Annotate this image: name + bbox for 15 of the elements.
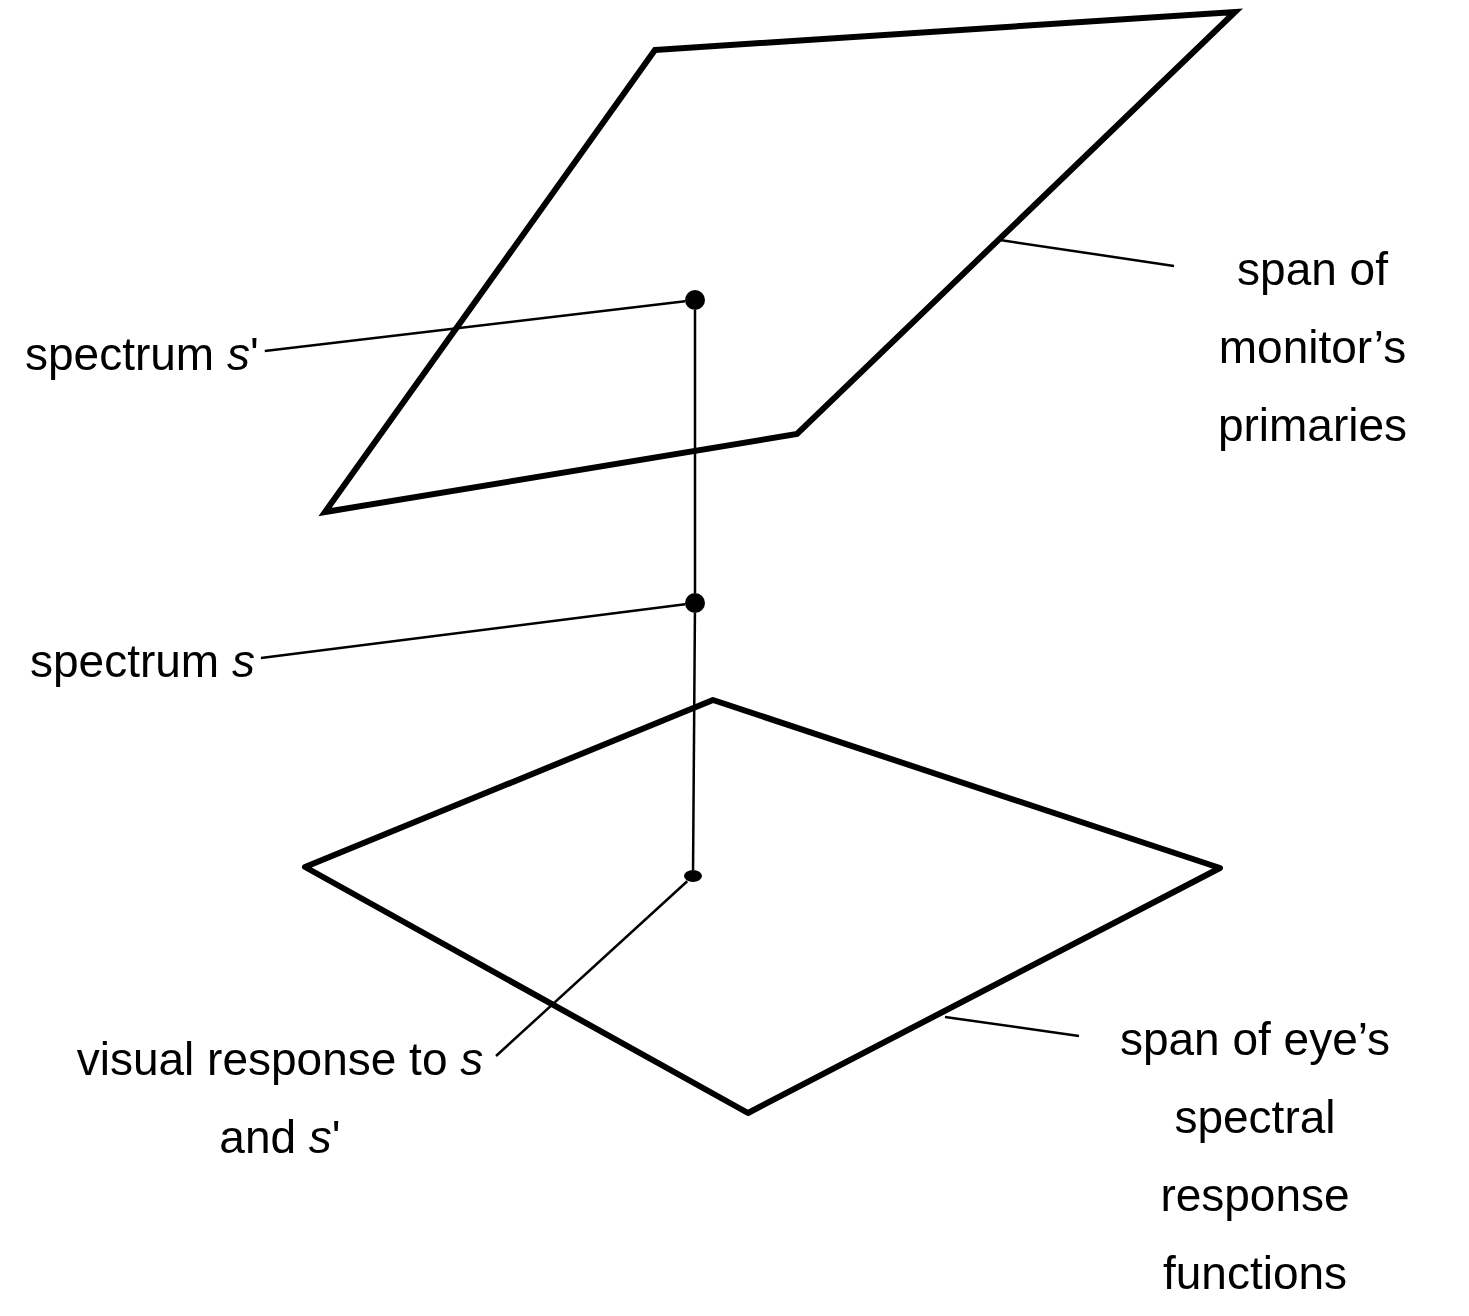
leader-line [944,1015,1080,1038]
leader-line [260,603,686,660]
leader-line [999,238,1175,268]
callout-label: span of monitor’s primaries [1180,230,1445,464]
projection-line [691,613,697,870]
point-dot [685,290,705,310]
callout-label: spectrum s [30,622,255,700]
projection-line [693,310,697,593]
callout-label: visual response to s and s' [70,1020,490,1176]
callout-label: spectrum s' [25,315,259,393]
callout-label: span of eye’s spectral response functions [1085,1000,1425,1312]
point-dot [684,870,702,882]
leader-line [264,299,686,353]
point-dot [685,593,705,613]
leader-line [495,880,689,1057]
